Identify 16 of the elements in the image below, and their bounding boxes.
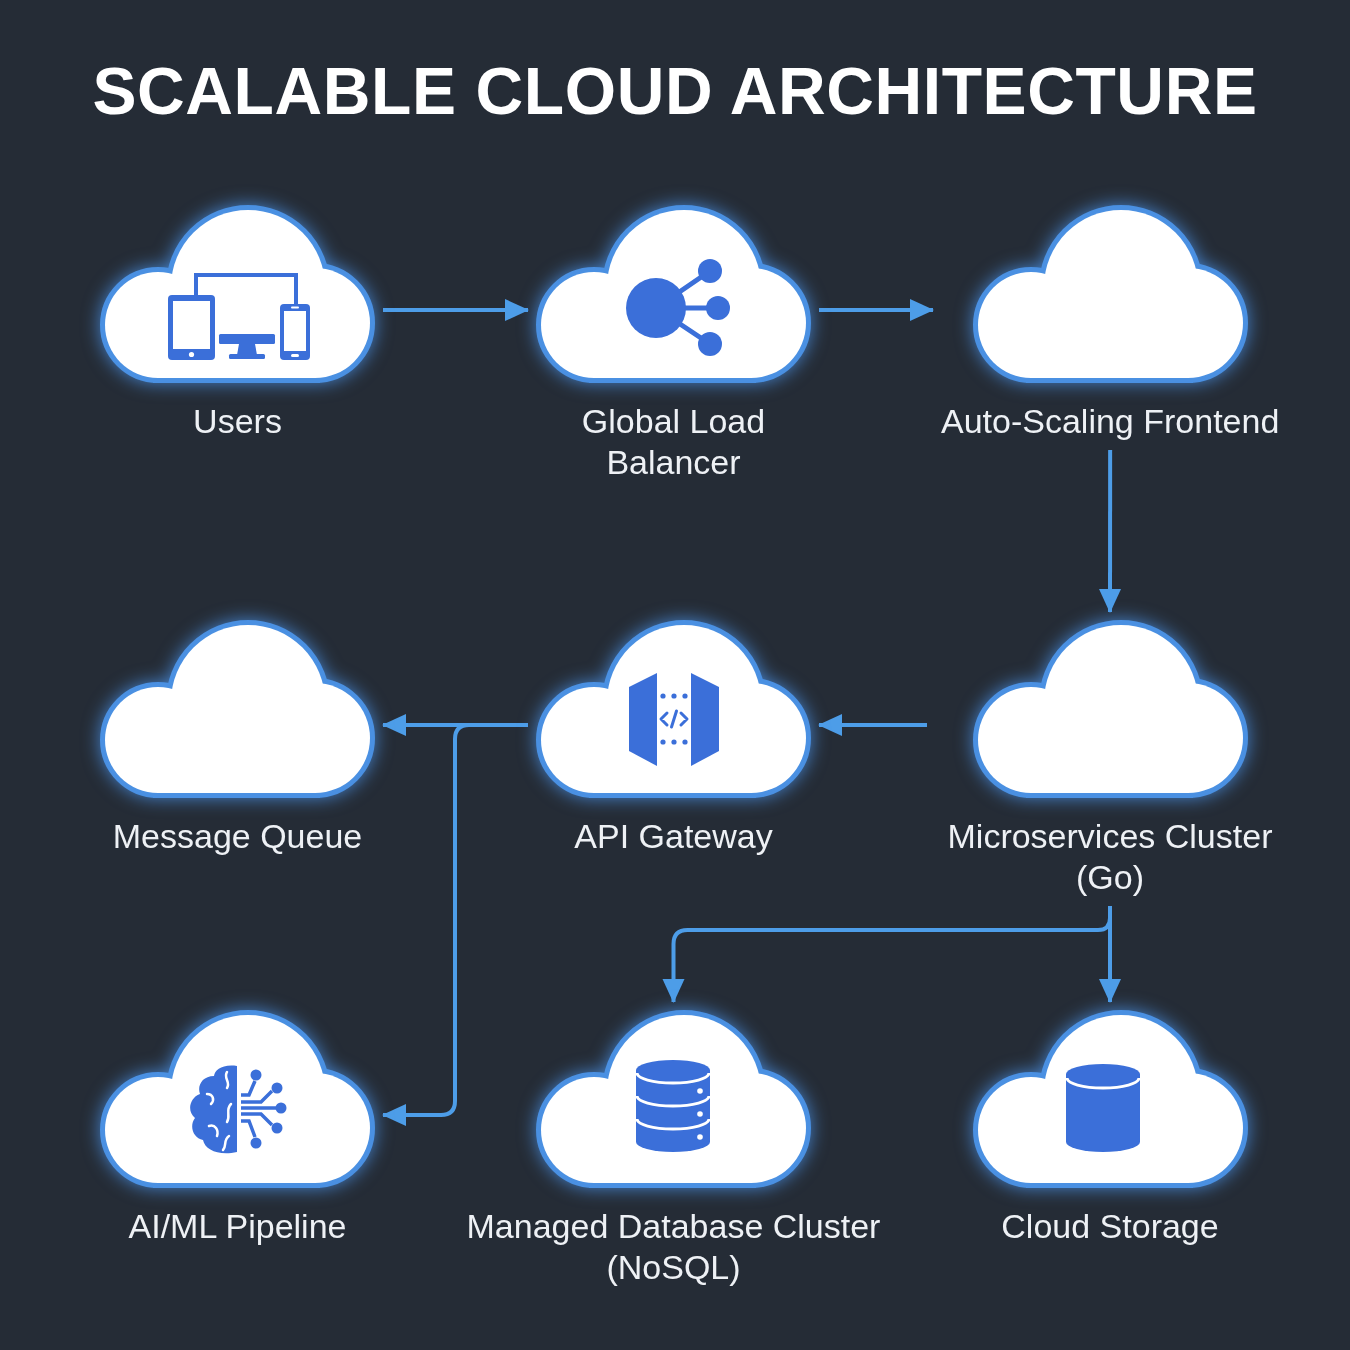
arrow [818,714,927,736]
arrow [382,723,528,1126]
title: SCALABLE CLOUD ARCHITECTURE [92,53,1258,129]
node-label: API Gateway [574,816,773,857]
arrow [1099,906,1121,1003]
node-label: Global Load Balancer [580,401,767,483]
arrow [383,299,529,321]
arrow [1099,450,1121,613]
node-label: AI/ML Pipeline [128,1206,347,1247]
arrow [819,299,934,321]
node-label: Message Queue [112,816,363,857]
node-label: Managed Database Cluster (NoSQL) [465,1206,882,1288]
node-label: Auto-Scaling Frontend [941,401,1280,442]
node-label: Cloud Storage [1001,1206,1219,1247]
node-label: Microservices Cluster (Go) [946,816,1274,898]
node-label: Users [193,401,282,442]
